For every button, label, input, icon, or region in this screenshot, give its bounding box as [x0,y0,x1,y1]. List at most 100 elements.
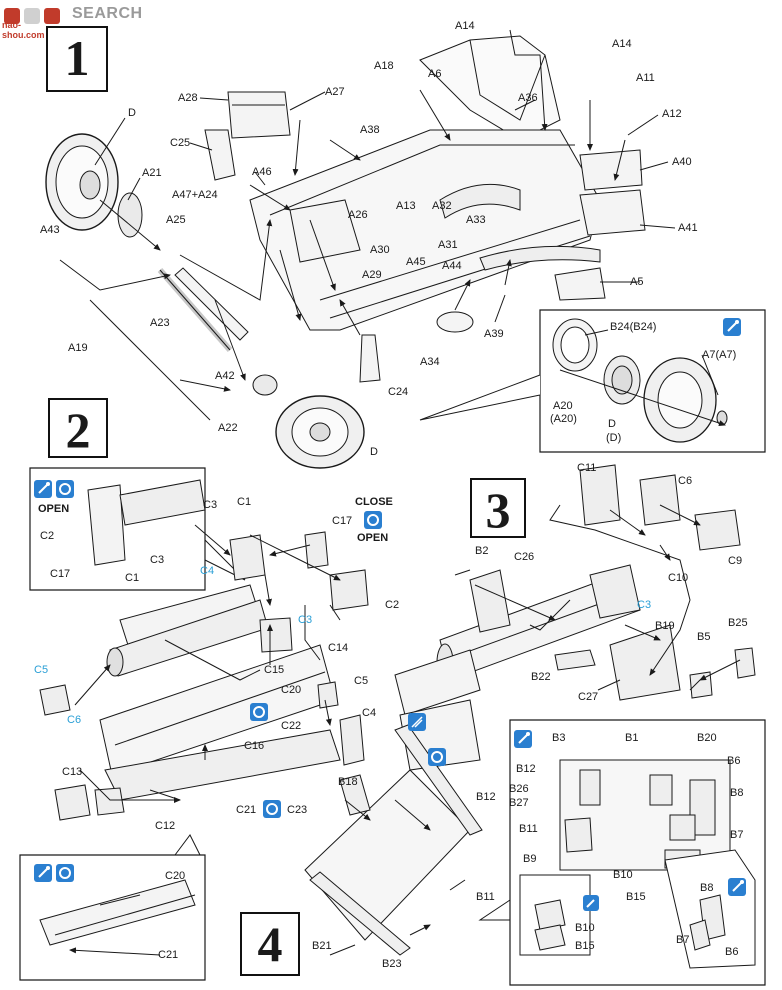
part-label-c17: C17 [50,568,70,580]
step-1-artwork [45,29,676,469]
part-label-c1: C1 [237,496,251,508]
part-label-a28: A28 [178,92,198,104]
part-label-b7: B7 [730,829,743,841]
part-label-b18: B18 [338,776,358,788]
step-2-number: 2 [65,402,91,458]
part-label-c21: C21 [236,804,256,816]
glue-icon [583,895,599,911]
watermark-url: nao-shou.com [2,20,45,40]
part-labels: A14 A14 A18 A6 A36 A11 A12 A40 A41 A28 A… [34,20,748,970]
part-label-c4: C4 [200,565,214,577]
movable-icon [364,511,382,529]
part-label-c20: C20 [281,684,301,696]
part-label-c15: C15 [264,664,284,676]
part-label-a13: A13 [396,200,416,212]
part-label-a38: A38 [360,124,380,136]
part-label-a47-a24: A47+A24 [172,189,218,201]
part-label-c27: C27 [578,691,598,703]
part-label-a29: A29 [362,269,382,281]
part-label-c24: C24 [388,386,408,398]
part-label-a25: A25 [166,214,186,226]
part-label-c3: C3 [298,614,312,626]
part-label-a33: A33 [466,214,486,226]
step-2-artwork [19,467,369,981]
part-label-c5: C5 [34,664,48,676]
photo-etch-icon [408,713,426,731]
part-label-b15: B15 [575,940,595,952]
open-label: OPEN [357,532,388,544]
part-label-c14: C14 [328,642,348,654]
part-label-c5: C5 [354,675,368,687]
glue-icon [723,318,741,336]
part-label-c16: C16 [244,740,264,752]
part-label-a40: A40 [672,156,692,168]
part-label-c3: C3 [637,599,651,611]
part-label-c17: C17 [332,515,352,527]
part-label-d: D [370,446,378,458]
step-1-wheel-inset [419,309,766,453]
watermark-logo [4,8,60,24]
part-label-c6: C6 [67,714,81,726]
part-label-a14: A14 [612,38,632,50]
part-label-a22: A22 [218,422,238,434]
part-label-d-paren: (D) [606,432,621,444]
part-label-b10: B10 [575,922,595,934]
part-label-a41: A41 [678,222,698,234]
part-label-b10: B10 [613,869,633,881]
movable-icon [56,480,74,498]
part-label-b15: B15 [626,891,646,903]
part-label-d: D [608,418,616,430]
part-label-c2: C2 [40,530,54,542]
part-label-a21: A21 [142,167,162,179]
close-label: CLOSE [355,496,393,508]
part-label-b19: B19 [655,620,675,632]
glue-icon [34,864,52,882]
glue-icon [514,730,532,748]
part-label-a26: A26 [348,209,368,221]
part-label-a27: A27 [325,86,345,98]
movable-icon [428,748,446,766]
part-label-a20: A20 [553,400,573,412]
part-label-b1: B1 [625,732,638,744]
glue-icon [728,878,746,896]
part-label-a12: A12 [662,108,682,120]
step-4-number: 4 [257,916,283,972]
step-4-box: 4 [240,912,300,976]
part-label-a23: A23 [150,317,170,329]
part-label-b23: B23 [382,958,402,970]
part-label-b21: B21 [312,940,332,952]
part-label-a36: A36 [518,92,538,104]
part-label-c3: C3 [150,554,164,566]
movable-icon [56,864,74,882]
part-label-a20-paren: (A20) [550,413,577,425]
part-label-a32: A32 [432,200,452,212]
part-label-a6: A6 [428,68,441,80]
step-3-artwork [436,464,756,701]
part-label-c2: C2 [385,599,399,611]
part-label-a42: A42 [215,370,235,382]
part-label-b24: B24(B24) [610,321,656,333]
step-3-number: 3 [485,482,511,538]
glue-icon [34,480,52,498]
part-label-c9: C9 [728,555,742,567]
part-label-c22: C22 [281,720,301,732]
part-label-c20: C20 [165,870,185,882]
part-label-c23: C23 [287,804,307,816]
part-label-c21: C21 [158,949,178,961]
part-label-a34: A34 [420,356,440,368]
part-label-b25: B25 [728,617,748,629]
part-label-b2: B2 [475,545,488,557]
part-label-b12: B12 [516,763,536,775]
part-label-b6: B6 [727,755,740,767]
part-label-a7: A7(A7) [702,349,736,361]
icons [34,318,746,911]
part-label-a31: A31 [438,239,458,251]
part-label-b8: B8 [700,882,713,894]
part-label-a44: A44 [442,260,462,272]
part-label-b12: B12 [476,791,496,803]
step-4-artwork [304,649,766,986]
part-label-d: D [128,107,136,119]
part-label-b11: B11 [519,823,538,835]
